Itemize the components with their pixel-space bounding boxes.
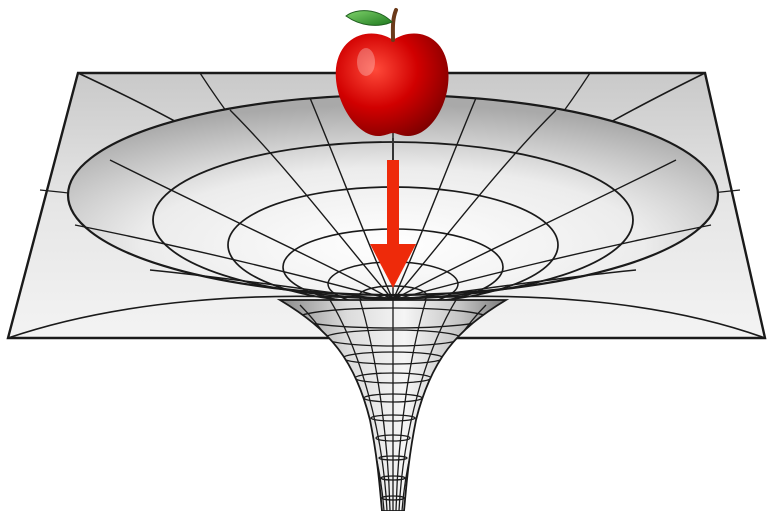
gravity-well-throat: [276, 299, 510, 511]
arrow-down-icon: [370, 138, 416, 288]
apple-icon: [335, 8, 449, 137]
